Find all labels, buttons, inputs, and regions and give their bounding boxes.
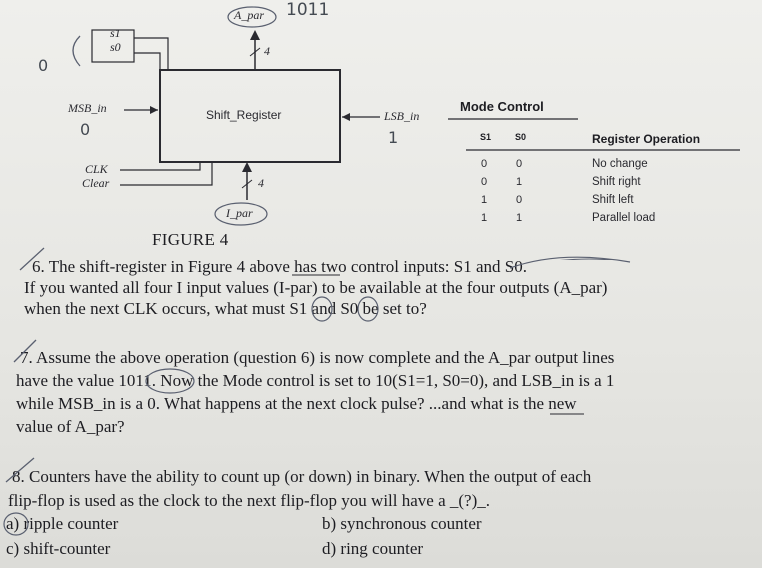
mode-row-1-s1: 0 [480,158,488,170]
mode-row-3-s0: 0 [515,194,523,206]
question-7-line-4: value of A_par? [16,417,125,436]
select-inputs-box [91,29,135,63]
lsb-in-label: LSB_in [384,109,420,123]
a-par-label: A_par [234,8,264,22]
bottom-bus-width-label: 4 [258,176,264,190]
shift-register-box [159,69,341,163]
question-8-line-1: 8. Counters have the ability to count up… [12,467,592,486]
mode-row-2-s0: 1 [515,176,523,188]
handwritten-left-zero: 0 [38,56,49,75]
s0-wire [134,52,161,70]
clear-label: Clear [82,176,110,190]
msb-in-label: MSB_in [68,101,107,115]
question-6-line-2: If you wanted all four I input values (I… [24,278,608,297]
mode-row-2-op: Shift right [592,176,641,188]
figure-caption: FIGURE 4 [152,230,229,249]
mode-col-operation: Register Operation [592,132,701,146]
i-par-bus-slash [241,179,253,189]
handwritten-circle-mode-rows [559,258,617,260]
a-par-arrowhead [250,30,260,40]
clear-wire [120,162,213,186]
question-7-line-2: have the value 1011. Now the Mode contro… [16,371,615,390]
option-a[interactable]: a) ripple counter [6,514,119,533]
clk-wire [120,162,201,171]
clk-label: CLK [85,162,108,176]
mode-row-4-s1: 1 [480,212,488,224]
s0-label: s0 [110,40,121,54]
mode-row-1-op: No change [592,158,648,170]
handwritten-slash-7 [13,339,37,363]
handwritten-lsb-one: 1 [388,128,399,147]
question-7-line-3: while MSB_in is a 0. What happens at the… [16,394,577,413]
handwritten-circle-1011 [145,368,195,394]
handwritten-circle-s0 [357,296,379,322]
handwritten-bracket [72,35,81,67]
i-par-arrowhead [242,162,252,172]
mode-row-1-s0: 0 [515,158,523,170]
handwritten-circle-s1s0 [509,256,631,269]
handwritten-slash-6 [19,247,45,271]
mode-col-s0: S0 [515,132,527,142]
shift-register-diagram [72,6,740,260]
lsb-in-arrowhead [342,113,350,121]
a-par-bus-slash [249,47,261,57]
top-bus-width-label: 4 [264,44,270,58]
msb-in-arrowhead [150,106,158,114]
handwritten-circle-a-par [227,6,277,28]
mode-row-2-s1: 0 [480,176,488,188]
shift-register-label: Shift_Register [206,108,282,122]
handwritten-circle-option-a [3,512,29,536]
handwritten-slash-8 [5,457,35,483]
handwritten-msb-zero: 0 [80,120,91,139]
mode-row-3-op: Shift left [592,194,634,206]
question-7-line-1: 7. Assume the above operation (question … [20,348,615,367]
option-b[interactable]: b) synchronous counter [322,514,482,533]
i-par-label: I_par [226,206,253,220]
question-8-line-2: flip-flop is used as the clock to the ne… [8,491,491,510]
question-6-line-3: when the next CLK occurs, what must S1 a… [24,299,427,318]
s1-label: s1 [110,26,121,40]
mode-row-4-s0: 1 [515,212,523,224]
mode-control-title: Mode Control [460,99,544,114]
s1-wire [134,37,169,70]
question-6-line-1: 6. The shift-register in Figure 4 above … [32,257,527,276]
handwritten-circle-s1 [311,296,333,322]
option-c[interactable]: c) shift-counter [6,539,111,558]
mode-col-s1: S1 [480,132,492,142]
mode-row-3-s1: 1 [480,194,488,206]
handwritten-circle-i-par [214,202,268,226]
handwritten-1011: 1011 [286,0,330,20]
option-d[interactable]: d) ring counter [322,539,424,558]
mode-row-4-op: Parallel load [592,212,656,224]
